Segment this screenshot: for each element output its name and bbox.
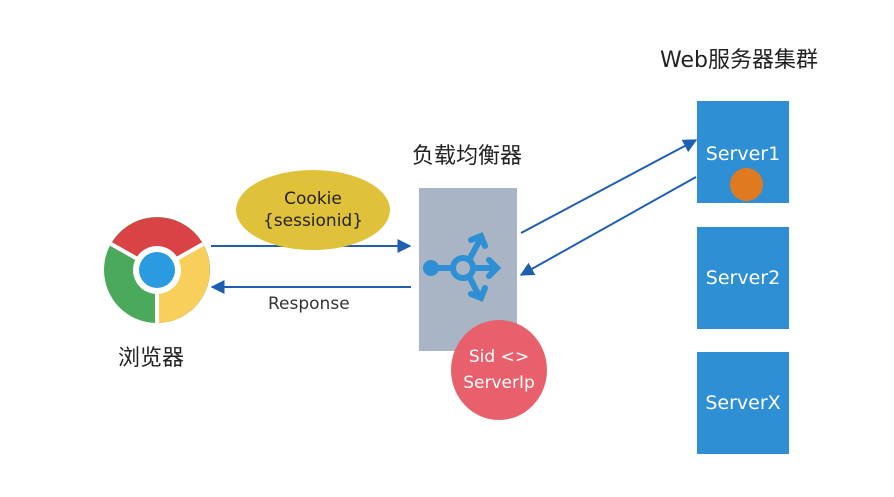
cookie-bubble: Cookie {sessionid} <box>236 170 390 250</box>
cookie-sessionid: {sessionid} <box>262 211 364 231</box>
mapping-line-1: Sid <> <box>468 347 530 367</box>
browser-label: 浏览器 <box>118 346 185 371</box>
server-x: ServerX <box>697 352 789 454</box>
server-2: Server2 <box>697 227 789 329</box>
session-mapping-bubble: Sid <> ServerIp <box>451 320 547 420</box>
server-label: Server1 <box>705 143 781 165</box>
load-balancer-icon <box>423 232 502 302</box>
return-arrow <box>519 176 697 276</box>
server-label: Server2 <box>705 267 781 289</box>
forward-arrow <box>520 139 698 234</box>
mapping-line-2: ServerIp <box>463 373 535 393</box>
session-indicator <box>730 168 763 201</box>
cluster-title: Web服务器集群 <box>660 48 818 73</box>
cookie-label: Cookie <box>284 189 342 209</box>
server-label: ServerX <box>705 392 781 414</box>
load-balancer-title: 负载均衡器 <box>412 144 523 169</box>
chrome-icon <box>104 217 210 323</box>
response-label: Response <box>268 294 350 314</box>
